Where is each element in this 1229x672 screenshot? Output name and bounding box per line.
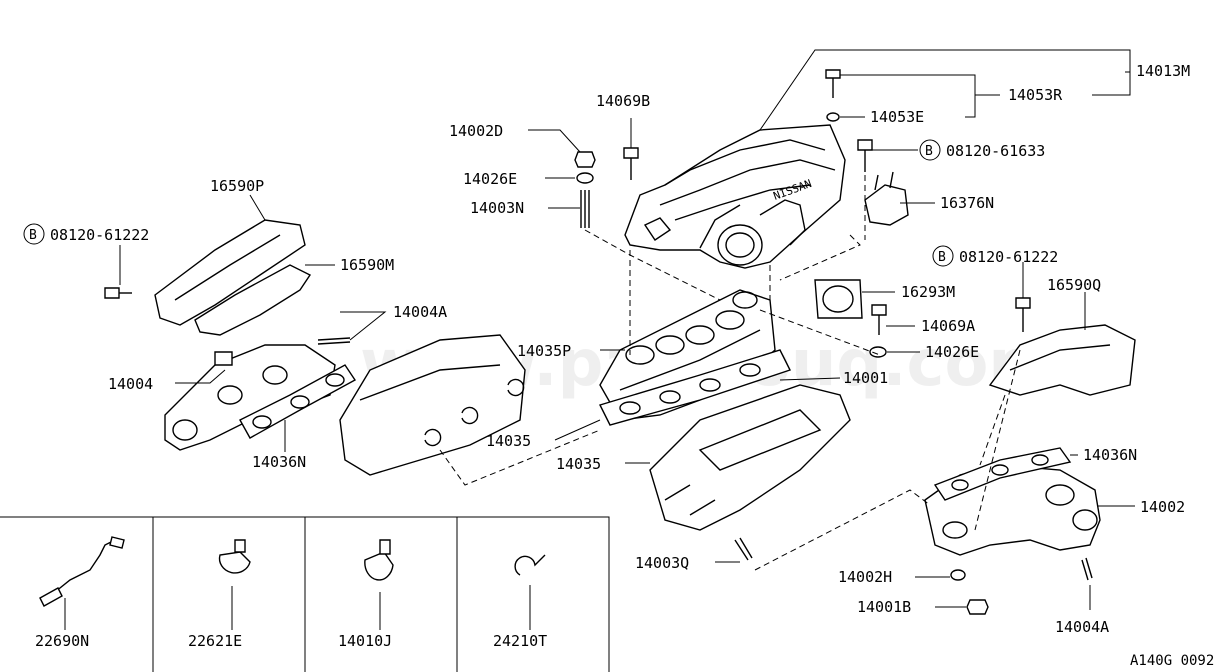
callout-14035-a: 14035 [486,432,531,450]
leader-lines [119,49,1135,610]
bolt-08120-61222-right-part [1015,297,1031,332]
cylinder-head-right-part [649,384,851,531]
throttle-gasket-part [814,279,863,319]
stud-14003Q-part [734,537,753,561]
clamp-14010J-icon [364,539,394,630]
accessory-label-1: 22621E [188,632,242,650]
bolt-mark-b3: B [938,250,946,265]
callout-14003Q: 14003Q [635,554,689,572]
bolt-callout-text-2: 08120-61222 [50,226,149,244]
callout-14026E-top: 14026E [463,170,517,188]
callout-14002: 14002 [1140,498,1185,516]
clip-24210T-icon [514,554,546,630]
heat-shield-16590Q-part [988,324,1136,396]
intake-manifold-14001-part [599,289,776,421]
callout-labels: 14013M 14053R 14053E 14069B 14002D 14026… [108,62,1190,636]
callout-16293M: 16293M [901,283,955,301]
callout-14036N-left: 14036N [252,453,306,471]
callout-14002H: 14002H [838,568,892,586]
bolt-14053R-part [825,69,841,122]
stud-14004A-top-part [317,337,351,345]
bolt-callout-08120-61633: B 08120-61633 [919,139,1045,161]
callout-14004: 14004 [108,375,153,393]
gasket-14036N-right-part [933,447,1072,501]
callout-14069A: 14069A [921,317,975,335]
bolt-callout-text-1: 08120-61633 [946,142,1045,160]
diagram-code: A140G 0092 [1130,653,1214,669]
nut-14002D-part [574,151,596,228]
nut-14002H-part [950,569,966,581]
callout-14053E: 14053E [870,108,924,126]
sensor-16376N-part [864,171,909,226]
callout-14053R: 14053R [1008,86,1063,104]
callout-14004A-top: 14004A [393,303,447,321]
nut-14001B-part [966,599,989,615]
assembly-dash-lines [439,175,1021,571]
callout-14035P: 14035P [517,342,571,360]
callout-16376N: 16376N [940,194,994,212]
callout-14001B: 14001B [857,598,911,616]
callout-16590P: 16590P [210,177,264,195]
bolt-mark-b2: B [29,228,37,243]
accessory-label-3: 24210T [493,632,547,650]
bolt-08120-61222-left-part [104,287,132,299]
bolt-callout-08120-61222-right: B 08120-61222 [932,245,1058,267]
accessory-table: 22690N 22621E 14010J 24210T [0,516,610,672]
callout-14035-b: 14035 [556,455,601,473]
accessory-label-0: 22690N [35,632,89,650]
callout-14026E-right: 14026E [925,343,979,361]
gasket-14036N-left-part [239,364,357,439]
callout-14013M: 14013M [1136,62,1190,80]
callout-14004A-bottom: 14004A [1055,618,1109,636]
heat-shield-16590P-part [154,219,306,326]
callout-14003N: 14003N [470,199,524,217]
bolt-14069A-part [869,304,887,358]
callout-16590Q: 16590Q [1047,276,1101,294]
bolt-callout-text-3: 08120-61222 [959,248,1058,266]
stud-14004A-bottom-part [1081,557,1093,581]
clamp-22621E-icon [218,539,251,630]
bolt-14069B-part [623,147,639,180]
bolt-callout-08120-61222-left: B 08120-61222 [23,223,149,245]
callout-14069B: 14069B [596,92,650,110]
gasket-14035-part [599,349,791,426]
callout-14002D: 14002D [449,122,503,140]
heat-shield-16590M-part [194,264,312,336]
accessory-label-2: 14010J [338,632,392,650]
callout-14036N-right: 14036N [1083,446,1137,464]
bolt-mark-b1: B [925,144,933,159]
callout-16590M: 16590M [340,256,394,274]
oxygen-sensor-22690N-icon [39,536,125,630]
callout-14001: 14001 [843,369,888,387]
intake-collector-part: NISSAN [624,124,846,269]
bolt-08120-61633-part [857,139,873,172]
cylinder-head-left-part [339,334,526,476]
